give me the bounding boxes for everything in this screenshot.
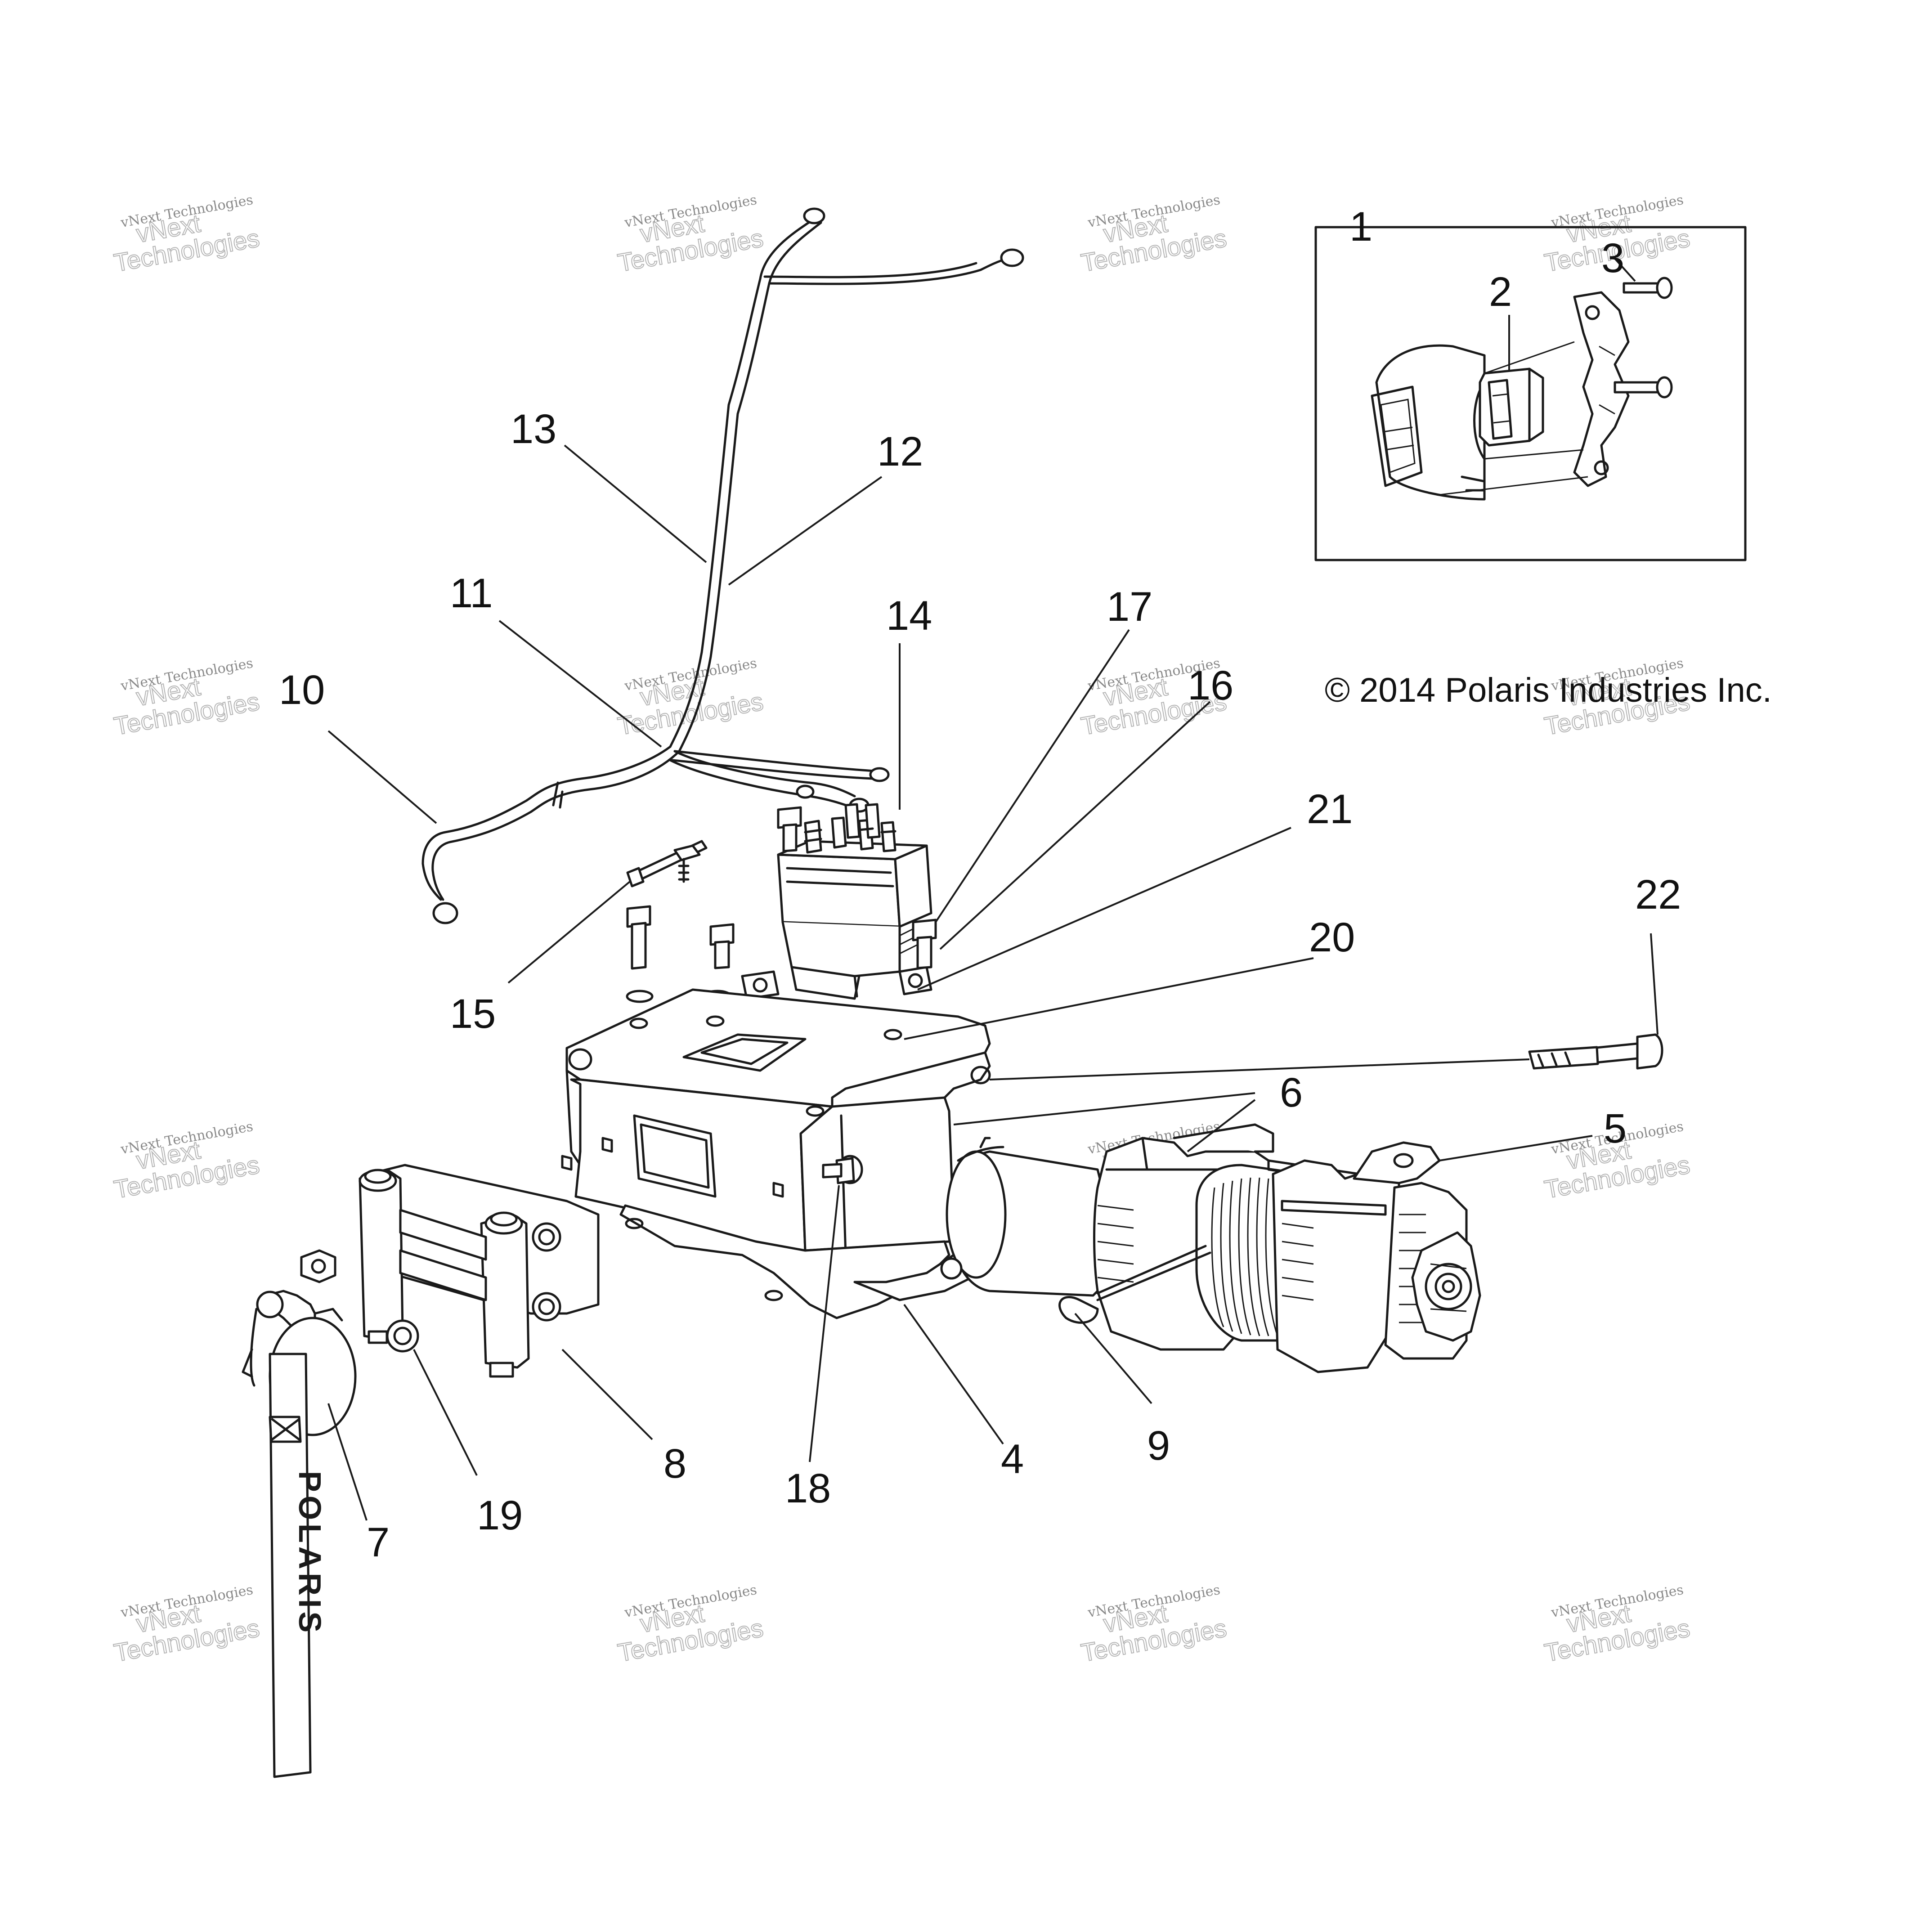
leader-9 [1074,1313,1152,1404]
leader-5 [1439,1135,1593,1161]
leader-13 [564,444,707,563]
nut-part [300,1249,336,1283]
inset-frame [1314,226,1747,561]
leader-8 [561,1349,653,1440]
terminal-connector-part [1479,368,1544,447]
cable-tie-part [626,840,708,888]
leader-3 [1614,258,1636,282]
leader-lines [327,226,1659,1521]
callout-18: 18 [785,1466,831,1511]
watermark: vNext Technologies vNext Technologies [615,192,766,278]
watermark: vNext Technologies vNext Technologies [615,655,766,741]
winch-assembly-part [940,1123,1481,1373]
long-bolt-part [1528,1033,1663,1070]
watermark: vNext Technologies vNext Technologies [1542,1582,1693,1668]
leader-22-to-bracket [989,1058,1530,1080]
leader-21 [917,827,1291,991]
leader-17 [935,629,1130,923]
leader-18 [809,1185,840,1462]
cover-bracket-part [1573,291,1630,487]
callout-4: 4 [1001,1436,1024,1482]
callout-8: 8 [663,1441,686,1487]
leader-6 [953,1092,1255,1125]
leader-22 [1650,933,1659,1035]
leader-12 [728,476,883,586]
copyright-text: © 2014 Polaris Industries Inc. [1325,671,1772,709]
callout-1: 1 [1349,204,1372,250]
callout-19: 19 [477,1493,523,1538]
callout-12: 12 [877,429,923,475]
leader-10 [327,730,437,824]
watermark: vNext Technologies vNext Technologies [112,1582,262,1668]
mounting-bracket-part [561,988,991,1319]
stud-bolt-part [822,1155,863,1184]
watermark: vNext Technologies vNext Technologies [1079,1582,1229,1668]
callout-15: 15 [450,991,496,1037]
strap-logo-text: POLARIS [292,1471,327,1636]
leader-11 [498,620,662,748]
ring-terminal [803,207,825,224]
leader-7 [327,1403,368,1521]
callout-16: 16 [1188,663,1233,708]
leader-20 [904,957,1314,1040]
callout-17: 17 [1107,584,1152,630]
callout-13: 13 [511,406,556,452]
callout-numbers: 1 2 3 4 5 6 7 8 9 10 11 12 13 14 15 16 1… [279,204,1681,1565]
leader-16 [939,701,1211,950]
wire-harness [421,207,1024,924]
callout-22: 22 [1635,872,1681,918]
callout-5: 5 [1604,1106,1627,1152]
watermark: vNext Technologies vNext Technologies [615,1582,766,1668]
callout-2: 2 [1489,269,1512,315]
ring-terminal [1000,248,1024,267]
bolt-part [912,919,937,969]
solenoid-contactor-part [741,803,932,1000]
callout-3: 3 [1601,235,1624,281]
callout-7: 7 [367,1520,390,1565]
callout-14: 14 [886,593,932,639]
callout-11: 11 [450,570,493,616]
watermark: vNext Technologies vNext Technologies [112,655,262,741]
inset-box [1314,226,1747,561]
callout-9: 9 [1147,1423,1170,1469]
screw-part [1614,277,1673,399]
watermark: vNext Technologies vNext Technologies [112,192,262,278]
watermark: vNext Technologies vNext Technologies [112,1119,262,1204]
callout-21: 21 [1307,786,1353,832]
callout-10: 10 [279,667,325,713]
hook-strap-part: POLARIS [242,1290,357,1778]
flange-nut-part [386,1319,419,1353]
callout-6: 6 [1280,1070,1303,1116]
leader-4 [903,1304,1004,1445]
roller-fairlead-part [359,1164,600,1378]
bolt-part [777,806,802,852]
callout-20: 20 [1309,914,1355,960]
watermark: vNext Technologies vNext Technologies [1079,192,1229,278]
leader-19 [413,1349,478,1476]
leader-6b [1187,1099,1256,1152]
plug-housing-part [1371,344,1486,501]
ring-terminal [432,902,458,924]
leader-15 [507,881,631,984]
